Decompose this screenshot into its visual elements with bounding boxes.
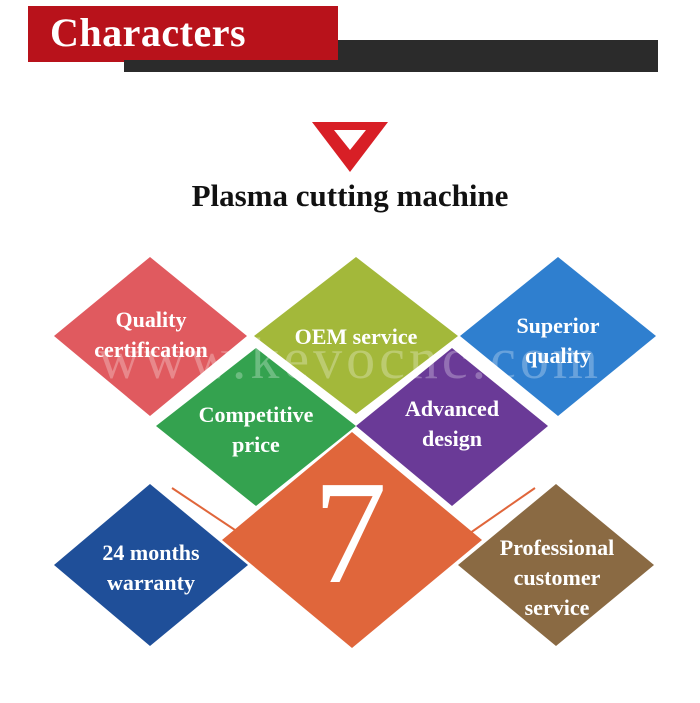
label-line: service	[524, 595, 590, 620]
diamond-quality-certification	[54, 257, 247, 416]
label-professional-customer-service: Professional customer service	[472, 533, 642, 623]
diamond-superior-quality	[460, 257, 656, 416]
header-red-underline	[28, 60, 124, 62]
header-red-block	[28, 6, 338, 60]
page-subtitle: Plasma cutting machine	[191, 178, 509, 213]
diamond-advanced-design	[356, 348, 548, 506]
label-oem-service: OEM service	[270, 322, 442, 352]
label-advanced-design: Advanced design	[370, 394, 534, 454]
diamond-professional-customer-service	[458, 484, 654, 646]
label-superior-quality: Superior quality	[476, 311, 640, 371]
down-triangle-icon	[312, 122, 388, 172]
label-line: Quality	[115, 307, 187, 332]
label-24-months-warranty: 24 months warranty	[70, 538, 232, 598]
label-line: customer	[513, 565, 601, 590]
label-line: design	[422, 426, 482, 451]
label-line: Competitive	[198, 402, 314, 427]
label-line: 24 months	[102, 540, 200, 565]
label-quality-certification: Quality certification	[70, 305, 232, 365]
label-line: Advanced	[404, 396, 500, 421]
label-line: Professional	[499, 535, 615, 560]
diamond-oem-service	[254, 257, 458, 414]
header-title: Characters	[50, 10, 247, 55]
label-line: quality	[524, 343, 592, 368]
label-line: price	[232, 432, 280, 457]
diamond-center-seven	[222, 432, 482, 648]
label-line: certification	[94, 337, 208, 362]
watermark-text: www.kevocnc.com	[98, 326, 602, 391]
label-line: Superior	[516, 313, 600, 338]
connector-line-right	[459, 487, 536, 541]
diamond-competitive-price	[156, 348, 356, 506]
label-competitive-price: Competitive price	[170, 400, 342, 460]
label-line: OEM service	[294, 324, 418, 349]
diamond-24-months-warranty	[54, 484, 248, 646]
label-line: warranty	[107, 570, 195, 595]
center-number: 7	[313, 451, 387, 615]
